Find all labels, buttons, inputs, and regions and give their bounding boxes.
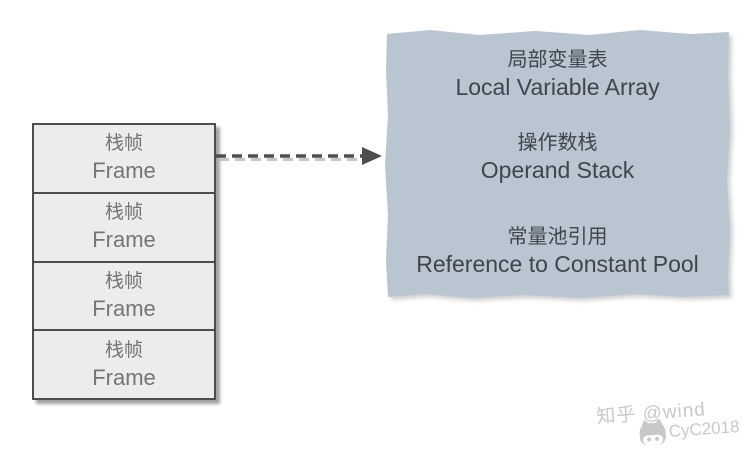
stack-frames-box: 栈帧 Frame 栈帧 Frame 栈帧 Frame 栈帧 Frame	[32, 123, 216, 400]
section-label-en: Reference to Constant Pool	[416, 251, 699, 277]
dashed-arrow-icon	[216, 147, 382, 165]
detail-section-operand-stack: 操作数栈 Operand Stack	[385, 129, 730, 184]
frame-detail-box: 局部变量表 Local Variable Array 操作数栈 Operand …	[385, 30, 730, 298]
frame-label-zh: 栈帧	[104, 270, 143, 292]
cat-eye-left	[647, 437, 652, 442]
frame-label-zh: 栈帧	[104, 202, 143, 224]
frame-detail-wrap: 局部变量表 Local Variable Array 操作数栈 Operand …	[385, 30, 730, 298]
watermark: 知乎 @wind CyC2018	[596, 397, 741, 449]
frame-label-en: Frame	[92, 295, 156, 321]
stack-frame-cell: 栈帧 Frame	[34, 329, 214, 398]
section-label-en: Local Variable Array	[455, 74, 660, 100]
section-label-en: Operand Stack	[480, 157, 635, 183]
frame-label-en: Frame	[92, 364, 156, 390]
frame-label-zh: 栈帧	[104, 339, 143, 361]
cat-eye-right	[655, 436, 660, 441]
detail-section-constant-pool-reference: 常量池引用 Reference to Constant Pool	[385, 223, 730, 278]
github-cat-icon	[639, 417, 667, 446]
frame-label-zh: 栈帧	[104, 133, 143, 155]
frame-label-en: Frame	[92, 158, 156, 184]
section-label-zh: 常量池引用	[507, 226, 608, 248]
cat-muzzle	[642, 434, 664, 446]
stack-frame-cell: 栈帧 Frame	[34, 125, 214, 192]
stack-frame-cell: 栈帧 Frame	[34, 191, 214, 261]
frame-label-en: Frame	[92, 227, 156, 253]
section-label-zh: 局部变量表	[507, 49, 608, 71]
stack-frame-cell: 栈帧 Frame	[34, 260, 214, 330]
section-label-zh: 操作数栈	[517, 132, 598, 154]
watermark-author: CyC2018	[668, 417, 741, 441]
cat-ear-right	[653, 417, 665, 427]
cat-ear-left	[639, 418, 651, 428]
detail-section-local-variable-array: 局部变量表 Local Variable Array	[385, 46, 730, 101]
